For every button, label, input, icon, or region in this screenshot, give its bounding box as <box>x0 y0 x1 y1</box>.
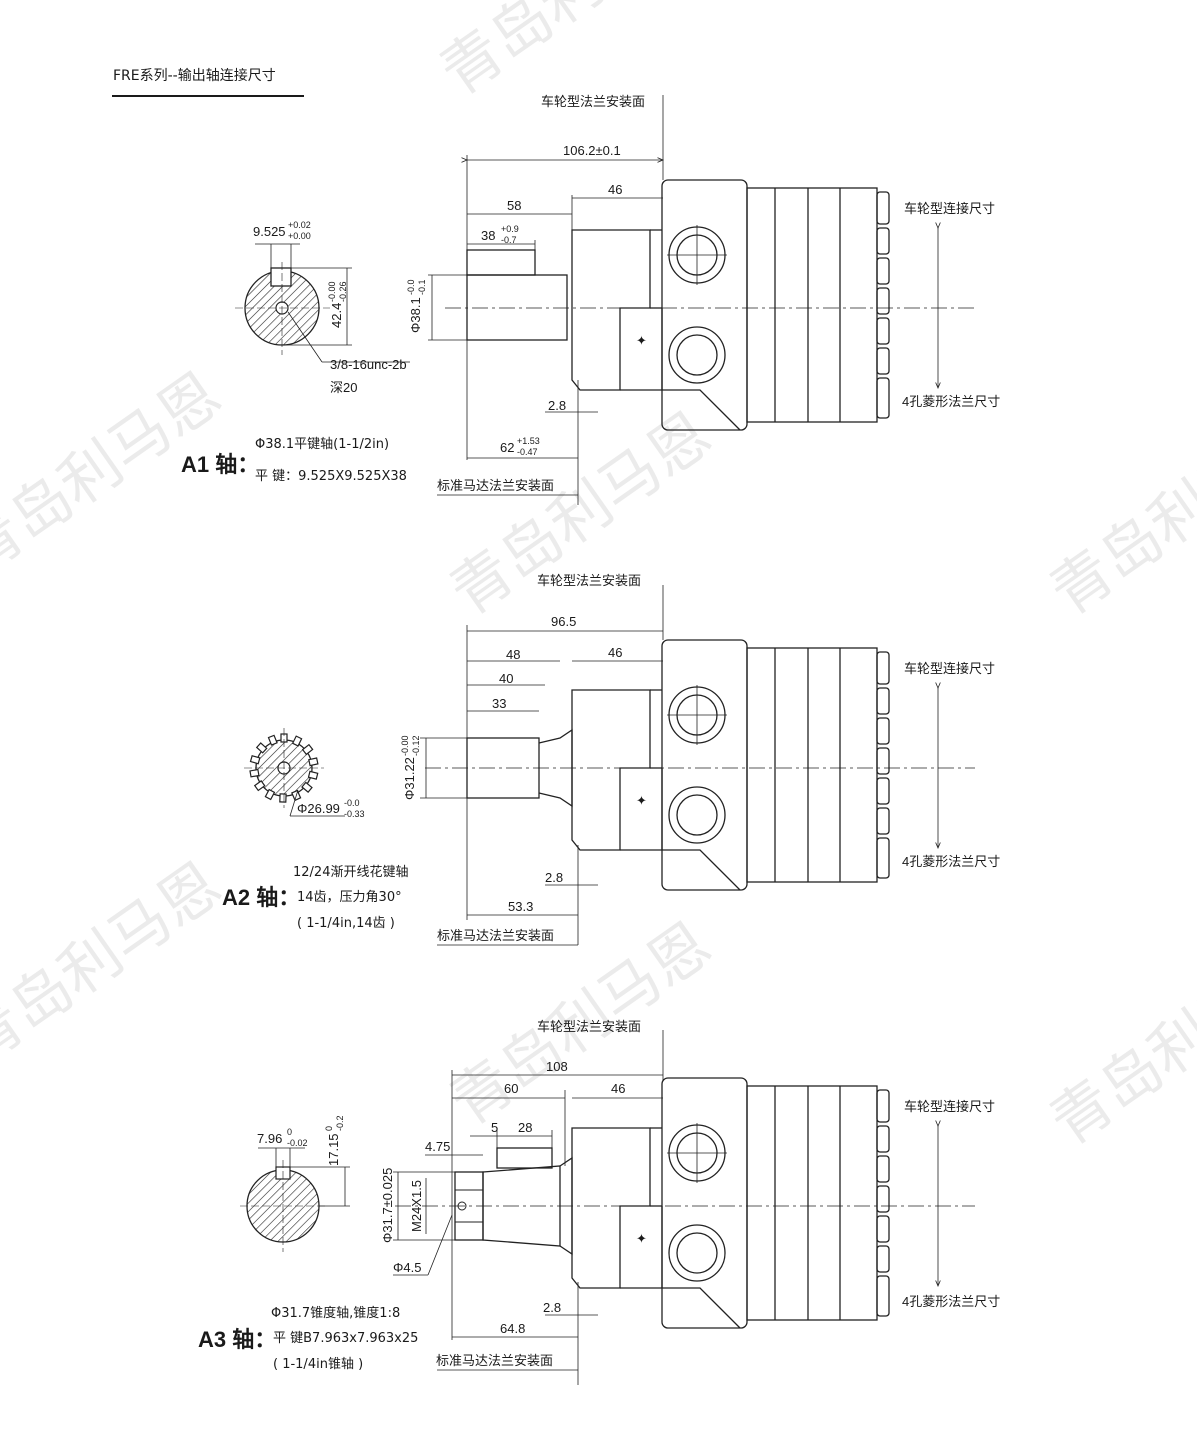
svg-text:车轮型法兰安装面: 车轮型法兰安装面 <box>537 1019 641 1034</box>
svg-text:5: 5 <box>491 1120 498 1135</box>
svg-text:Φ31.7±0.025: Φ31.7±0.025 <box>380 1168 395 1243</box>
svg-text:108: 108 <box>546 1059 568 1074</box>
svg-text:车轮型连接尺寸: 车轮型连接尺寸 <box>904 661 995 676</box>
section-a1: 车轮型法兰安装面 106.2±0.1 46 58 38 +0.9 -0.7 车轮… <box>235 94 1000 505</box>
wheel-conn-label: 车轮型连接尺寸 <box>904 201 995 216</box>
svg-text:M24X1.5: M24X1.5 <box>409 1180 424 1232</box>
a1-label: A1 轴： <box>181 452 260 477</box>
svg-text:-0.12: -0.12 <box>411 735 421 756</box>
svg-text:-0.47: -0.47 <box>517 447 538 457</box>
page-title: FRE系列--输出轴连接尺寸 <box>113 68 276 84</box>
a2-desc2: 14齿，压力角30° <box>297 890 402 905</box>
section-a3: 车轮型法兰安装面 108 60 46 5 28 4.75 车轮型连接尺寸 4孔菱… <box>240 1019 1000 1385</box>
svg-text:46: 46 <box>608 645 622 660</box>
svg-text:7.96: 7.96 <box>257 1131 282 1146</box>
svg-text:-0.2: -0.2 <box>335 1115 345 1131</box>
svg-text:28: 28 <box>518 1120 532 1135</box>
svg-text:-0.26: -0.26 <box>338 281 348 302</box>
svg-text:64.8: 64.8 <box>500 1321 525 1336</box>
svg-text:标准马达法兰安装面: 标准马达法兰安装面 <box>436 1353 553 1368</box>
svg-text:2.8: 2.8 <box>543 1300 561 1315</box>
dim-58: 58 <box>507 198 521 213</box>
svg-text:60: 60 <box>504 1081 518 1096</box>
svg-text:-0.0: -0.0 <box>406 279 416 295</box>
svg-text:42.4: 42.4 <box>329 303 344 328</box>
a1-desc1: Φ38.1平键轴(1-1/2in) <box>255 437 390 452</box>
diamond-flange-label: 4孔菱形法兰尺寸 <box>902 394 1000 409</box>
svg-text:-0.1: -0.1 <box>417 279 427 295</box>
svg-text:48: 48 <box>506 647 520 662</box>
std-flange-label: 标准马达法兰安装面 <box>437 478 554 493</box>
svg-text:深20: 深20 <box>330 380 357 395</box>
dim-38: 38 <box>481 228 495 243</box>
a3-label: A3 轴： <box>198 1327 277 1352</box>
svg-text:9.525: 9.525 <box>253 224 286 239</box>
wheel-flange-label: 车轮型法兰安装面 <box>541 94 645 109</box>
svg-text:0: 0 <box>324 1126 334 1131</box>
svg-text:2.8: 2.8 <box>548 398 566 413</box>
a2-desc1: 12/24渐开线花键轴 <box>293 865 409 880</box>
svg-text:53.3: 53.3 <box>508 899 533 914</box>
svg-text:-0.0: -0.0 <box>344 798 360 808</box>
svg-text:+0.00: +0.00 <box>288 231 311 241</box>
svg-text:-0.33: -0.33 <box>344 809 365 819</box>
svg-text:-0.00: -0.00 <box>400 735 410 756</box>
svg-text:4孔菱形法兰尺寸: 4孔菱形法兰尺寸 <box>902 854 1000 869</box>
svg-text:车轮型法兰安装面: 车轮型法兰安装面 <box>537 573 641 588</box>
dim-total: 106.2±0.1 <box>563 143 621 158</box>
svg-text:0: 0 <box>287 1127 292 1137</box>
svg-text:96.5: 96.5 <box>551 614 576 629</box>
svg-text:-0.7: -0.7 <box>501 235 517 245</box>
svg-text:✦: ✦ <box>636 333 647 348</box>
svg-text:-0.02: -0.02 <box>287 1138 308 1148</box>
svg-text:17.15: 17.15 <box>326 1133 341 1166</box>
svg-text:+1.53: +1.53 <box>517 436 540 446</box>
a3-desc2: 平 键B7.963x7.963x25 <box>273 1331 419 1346</box>
svg-text:4孔菱形法兰尺寸: 4孔菱形法兰尺寸 <box>902 1294 1000 1309</box>
svg-text:标准马达法兰安装面: 标准马达法兰安装面 <box>437 928 554 943</box>
motor-body: ✦ <box>571 179 890 431</box>
title-underline <box>112 95 304 97</box>
svg-text:46: 46 <box>611 1081 625 1096</box>
svg-text:Φ38.1: Φ38.1 <box>408 297 423 333</box>
dim-46: 46 <box>608 182 622 197</box>
a3-desc3: ( 1-1/4in锥轴 ) <box>273 1357 364 1372</box>
svg-text:Φ26.99: Φ26.99 <box>297 801 340 816</box>
svg-text:62: 62 <box>500 440 514 455</box>
a2-label: A2 轴： <box>222 885 301 910</box>
a1-desc2: 平 键：9.525X9.525X38 <box>255 469 407 484</box>
svg-text:3/8-16unc-2b: 3/8-16unc-2b <box>330 357 407 372</box>
svg-text:40: 40 <box>499 671 513 686</box>
svg-text:4.75: 4.75 <box>425 1139 450 1154</box>
section-a2: 车轮型法兰安装面 96.5 46 48 40 33 车轮型连接尺寸 4孔菱形法兰… <box>244 573 1000 946</box>
svg-text:33: 33 <box>492 696 506 711</box>
svg-text:+0.9: +0.9 <box>501 224 519 234</box>
a3-desc1: Φ31.7锥度轴,锥度1:8 <box>271 1306 401 1321</box>
svg-text:车轮型连接尺寸: 车轮型连接尺寸 <box>904 1099 995 1114</box>
svg-text:Φ31.22: Φ31.22 <box>402 757 417 800</box>
svg-text:+0.02: +0.02 <box>288 220 311 230</box>
svg-text:Φ4.5: Φ4.5 <box>393 1260 421 1275</box>
svg-text:-0.00: -0.00 <box>327 281 337 302</box>
a2-desc3: ( 1-1/4in,14齿 ) <box>297 916 395 931</box>
svg-text:2.8: 2.8 <box>545 870 563 885</box>
